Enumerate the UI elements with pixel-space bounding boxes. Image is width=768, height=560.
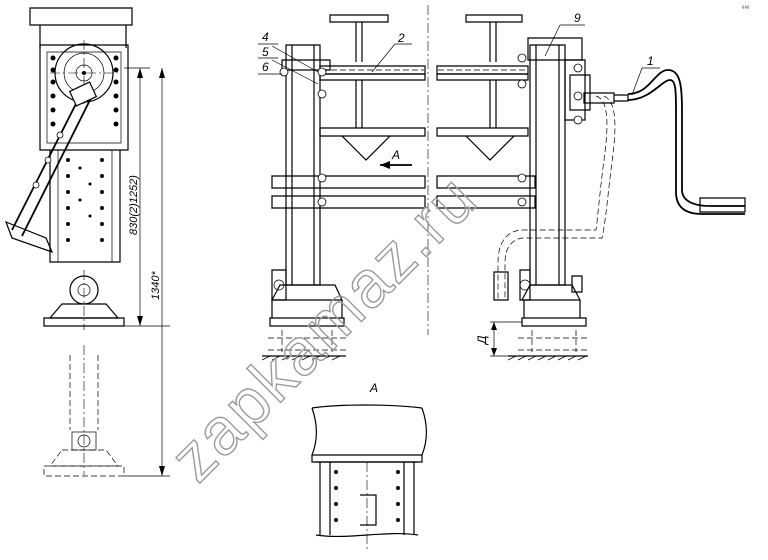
dimension-overall-height: 1340* <box>150 271 162 300</box>
detail-view-a: A <box>311 381 428 550</box>
housing-bolts <box>50 55 119 127</box>
view-arrow-label: A <box>391 148 400 162</box>
part-label-1: 1 <box>647 54 654 68</box>
detail-bolts <box>334 470 400 522</box>
part-label-6: 6 <box>262 60 269 74</box>
part-label-4: 4 <box>262 30 269 44</box>
corner-mark: ⁶⁶⁶ <box>742 5 750 12</box>
left-leg-bolts <box>279 67 327 207</box>
front-view: A <box>258 5 746 361</box>
part-label-9: 9 <box>574 11 581 25</box>
side-view: 830(2)1252) 1340* <box>4 7 170 477</box>
height-symbol-label: Д <box>475 335 489 346</box>
part-label-2: 2 <box>397 31 405 45</box>
view-title-label: A <box>369 381 378 395</box>
leg-holes <box>66 158 104 242</box>
dimension-inner-height: 830(2)1252) <box>128 175 140 235</box>
right-leg-bolts <box>517 53 527 207</box>
part-label-5: 5 <box>262 45 269 59</box>
watermark: zapkamaz.ru <box>156 160 491 495</box>
